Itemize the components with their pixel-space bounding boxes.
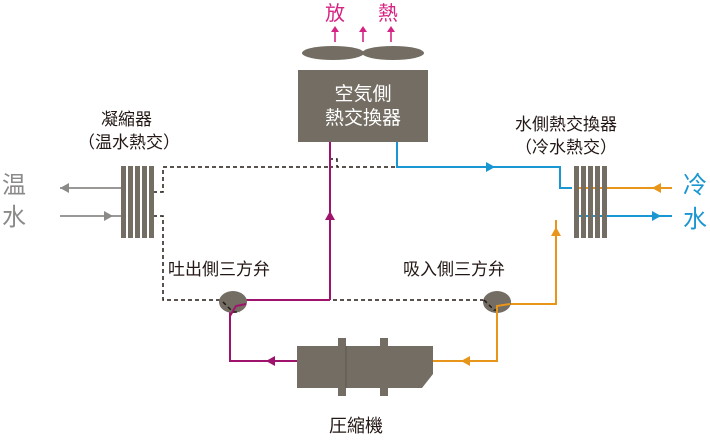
suction-valve-flow	[496, 303, 511, 316]
discharge-arrow-left	[266, 356, 275, 366]
suction-arrow-up	[551, 227, 561, 236]
air-heat-exchanger	[298, 70, 428, 142]
discharge-arrow-up	[325, 211, 335, 220]
air-hx-line1: 空気側	[334, 83, 392, 105]
hot-water-out-arrow	[60, 183, 69, 193]
cold-water-label-2: 水	[683, 205, 707, 233]
condenser-lines	[153, 158, 500, 311]
water-heat-exchanger-coil	[574, 166, 607, 238]
compressor	[297, 338, 433, 396]
condenser-label-line1: 凝縮器	[101, 110, 152, 130]
compressor-label: 圧縮機	[329, 416, 383, 437]
cold-water-in-arrow	[652, 183, 661, 193]
heat-release-label-1: 放	[325, 1, 345, 25]
suction-valve-stroke	[483, 299, 500, 311]
suction-arrow-left	[461, 356, 470, 366]
air-heat-exchanger-label: 空気側 熱交換器	[298, 70, 428, 142]
hot-water-in-arrow	[104, 211, 113, 221]
chilled-water-arrow-right	[486, 162, 495, 172]
fan-icon	[302, 46, 424, 60]
condenser-coil	[121, 166, 154, 238]
discharge-three-way-valve	[219, 291, 247, 313]
heat-release-label-2: 熱	[378, 1, 398, 25]
hot-water-lines	[60, 187, 121, 217]
condenser-label-line2: （温水熱交）	[78, 133, 180, 153]
water-hx-label-line1: 水側熱交換器	[515, 115, 617, 135]
hot-water-label-2: 水	[2, 203, 26, 231]
cold-water-label-1: 冷	[683, 171, 707, 199]
water-hx-label-line2: （冷水熱交）	[515, 138, 617, 158]
discharge-valve-label: 吐出側三方弁	[168, 260, 270, 280]
suction-valve-label: 吸入側三方弁	[403, 260, 505, 280]
heat-release-arrows	[331, 26, 395, 42]
discharge-lines	[229, 142, 331, 362]
hot-water-label-1: 温	[2, 171, 26, 199]
air-hx-line2: 熱交換器	[324, 107, 401, 129]
discharge-valve-flow	[229, 303, 247, 317]
cold-water-out-arrow	[652, 211, 661, 221]
suction-three-way-valve	[483, 291, 511, 313]
